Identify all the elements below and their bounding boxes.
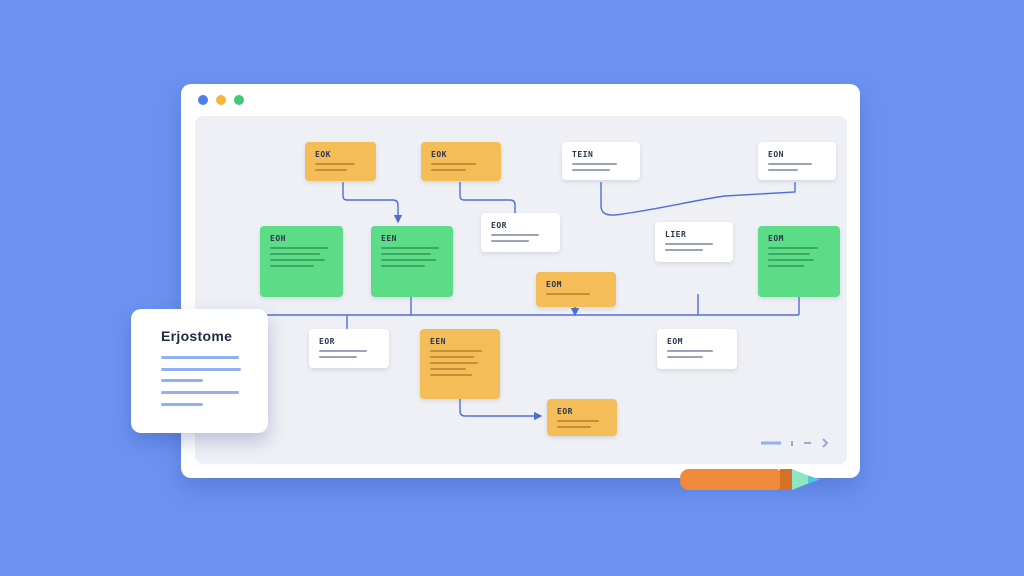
connector-line	[342, 182, 403, 224]
text-line	[161, 391, 239, 394]
minimize-dot[interactable]	[216, 95, 226, 105]
text-line	[161, 379, 203, 382]
card-label: EON	[768, 150, 784, 159]
maximize-dot[interactable]	[234, 95, 244, 105]
diagram-card[interactable]: EOM	[536, 272, 616, 307]
card-label: EOR	[319, 337, 335, 346]
card-label: LIER	[665, 230, 687, 239]
card-label: EOK	[315, 150, 331, 159]
connector-line	[600, 182, 796, 216]
card-label: EOK	[431, 150, 447, 159]
diagram-card[interactable]: EOH	[260, 226, 343, 297]
diagram-card[interactable]: EON	[758, 142, 836, 180]
card-label: EEN	[381, 234, 397, 243]
card-label: EOR	[557, 407, 573, 416]
zoom-controls[interactable]	[761, 438, 829, 448]
card-label: EOR	[491, 221, 507, 230]
card-label: EEN	[430, 337, 446, 346]
text-line	[161, 368, 241, 371]
diagram-card[interactable]: EEN	[420, 329, 500, 399]
diagram-card[interactable]: EOR	[547, 399, 617, 436]
diagram-card[interactable]: EOM	[758, 226, 840, 297]
connector-line	[459, 399, 543, 421]
diagram-card[interactable]: EOR	[309, 329, 389, 368]
close-dot[interactable]	[198, 95, 208, 105]
diagram-card[interactable]: LIER	[655, 222, 733, 262]
diagram-card[interactable]: TEIN	[562, 142, 640, 180]
text-line	[161, 356, 239, 359]
connector-lines	[265, 182, 829, 448]
side-panel[interactable]: Erjostome	[131, 309, 268, 433]
diagram-card[interactable]: EEN	[371, 226, 453, 297]
app-window: EOK EOK TEIN EON EOR LIER	[181, 84, 860, 478]
pencil-icon[interactable]	[680, 467, 828, 495]
card-label: EOM	[546, 280, 562, 289]
diagram-canvas[interactable]: EOK EOK TEIN EON EOR LIER	[195, 116, 847, 464]
diagram-card[interactable]: EOK	[421, 142, 501, 181]
diagram-card[interactable]: EOK	[305, 142, 376, 181]
diagram-card[interactable]: EOM	[657, 329, 737, 369]
side-panel-title: Erjostome	[161, 328, 233, 344]
connector-line	[459, 182, 516, 213]
card-label: TEIN	[572, 150, 594, 159]
card-label: EOH	[270, 234, 286, 243]
card-label: EOM	[667, 337, 683, 346]
card-label: EOM	[768, 234, 784, 243]
text-line	[161, 403, 203, 406]
diagram-card[interactable]: EOR	[481, 213, 560, 252]
